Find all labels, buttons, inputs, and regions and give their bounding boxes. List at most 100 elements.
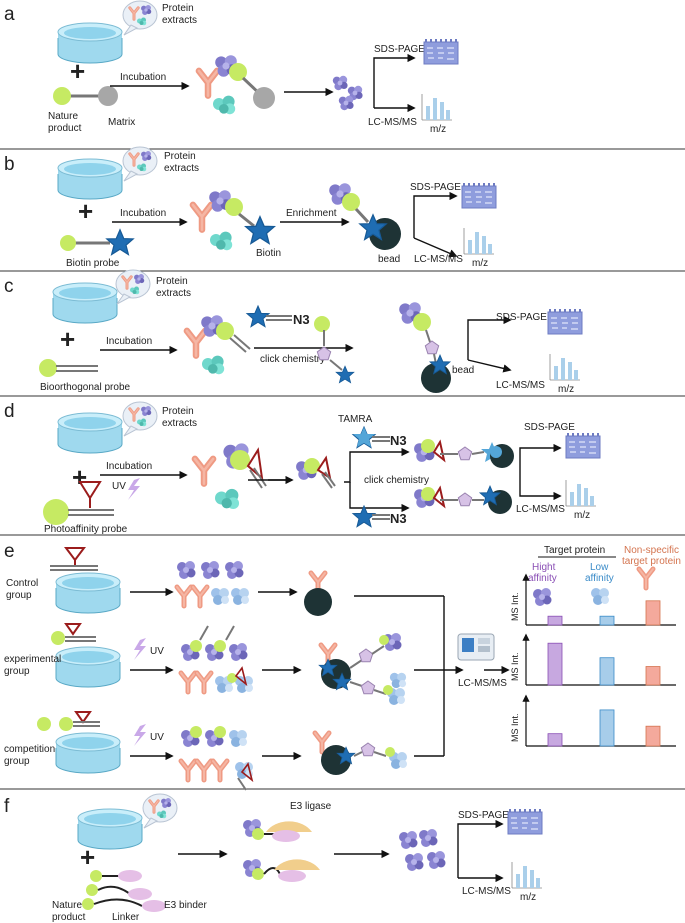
biotin-label: Biotin <box>256 248 281 259</box>
ligand-icon <box>342 193 360 211</box>
sds-page-label: SDS-PAGE <box>496 312 547 323</box>
petri-dish-icon <box>55 646 121 688</box>
gel-icon <box>461 182 497 209</box>
uv-label: UV <box>112 481 126 492</box>
bioorthogonal-probe-icon <box>39 359 98 377</box>
arrow-icon <box>349 482 410 513</box>
azide-label-2: N3 <box>390 511 407 526</box>
spectrum-icon <box>511 861 543 889</box>
protein-extracts-label: Protein <box>156 276 188 287</box>
mass-spectrometer-icon <box>457 633 495 661</box>
bar-2-3 <box>645 666 661 686</box>
panel-letter-c: c <box>4 276 14 297</box>
matrix-probe-icon <box>53 86 118 106</box>
protein-extracts-label: Protein <box>164 151 196 162</box>
mz-label: m/z <box>558 384 574 395</box>
e3-binder-label: E3 binder <box>164 900 207 911</box>
experimental-lysate-icon <box>181 625 253 693</box>
ligand-icon <box>225 198 243 216</box>
eluted-protein-icon <box>332 75 348 91</box>
spectrum-icon <box>565 479 597 507</box>
plus-sign-icon: + <box>72 462 87 492</box>
spectrum-icon <box>549 353 581 381</box>
y-axis-label: MS Int. <box>510 592 520 621</box>
lcms-label: LC-MS/MS <box>458 678 507 689</box>
antibody-icon <box>193 205 211 230</box>
panel-d: d Protein extracts + Photoaffinity probe… <box>4 401 601 535</box>
nature-product-label-2: product <box>48 123 82 134</box>
protein-bubble-icon <box>123 147 157 181</box>
azide-star-icon <box>246 305 270 328</box>
sds-page-label: SDS-PAGE <box>374 44 425 55</box>
arrow-icon <box>413 237 458 258</box>
experimental-group-label: experimental <box>4 654 61 665</box>
click-product-icon <box>314 316 355 384</box>
enrichment-label: Enrichment <box>286 208 337 219</box>
petri-dish-icon <box>55 572 121 614</box>
linker-label: Linker <box>112 912 140 923</box>
bar-1-1 <box>547 615 563 626</box>
ligand-icon <box>304 458 320 474</box>
bar-2-1 <box>547 642 563 686</box>
photoaffinity-probe-icon <box>43 481 114 525</box>
lcms-label: LC-MS/MS <box>496 380 545 391</box>
bead-label: bead <box>452 365 474 376</box>
nature-product-label: Nature <box>52 900 82 911</box>
arrow-icon <box>467 315 512 360</box>
pentagon-linker-icon <box>424 340 440 355</box>
petri-dish-icon <box>57 158 123 200</box>
protein-extracts-label-2: extracts <box>162 15 197 26</box>
panel-e: e Control group <box>4 541 681 791</box>
biotin-star-icon <box>245 216 275 245</box>
competition-enriched-icon <box>315 733 407 775</box>
hight-affinity-label: Hight <box>532 562 556 573</box>
petri-dish-icon <box>57 22 123 64</box>
competition-lysate-icon <box>181 726 254 791</box>
non-specific-label-2: target protein <box>622 556 681 567</box>
probe-icon <box>51 623 96 645</box>
sds-page-label: SDS-PAGE <box>458 810 509 821</box>
ms-intensity-charts: MS Int.MS Int.MS Int. <box>510 573 676 747</box>
nonspecific-antibody-icon <box>639 569 653 588</box>
arrow-icon <box>373 53 416 108</box>
control-group-label-2: group <box>6 590 32 601</box>
bar-1-3 <box>645 600 661 626</box>
petri-dish-icon <box>55 732 121 774</box>
nonbinding-protein-icon <box>213 95 236 115</box>
low-affinity-label: Low <box>590 562 609 573</box>
incubation-label: Incubation <box>106 336 152 347</box>
competition-group-label: competition <box>4 744 55 755</box>
gel-icon <box>507 808 543 835</box>
y-axis-label: MS Int. <box>510 652 520 681</box>
bead-icon <box>304 588 332 616</box>
lcms-label: LC-MS/MS <box>516 504 565 515</box>
panel-letter-a: a <box>4 4 15 25</box>
protein-bubble-icon <box>116 270 150 304</box>
bar-3-1 <box>547 733 563 747</box>
uv-label: UV <box>150 732 164 743</box>
antibody-icon <box>199 71 217 96</box>
plus-sign-icon: + <box>80 842 95 872</box>
bead-label: bead <box>378 254 400 265</box>
protein-extracts-label-2: extracts <box>162 418 197 429</box>
biotin-probe-icon <box>60 229 134 256</box>
petri-dish-icon <box>52 282 118 324</box>
experimental-enriched-icon <box>319 633 407 705</box>
gel-icon <box>423 38 459 65</box>
hight-affinity-label-2: affinity <box>528 573 557 584</box>
gel-icon <box>547 308 583 335</box>
bioorthogonal-probe-label: Bioorthogonal probe <box>40 382 131 393</box>
lcms-label: LC-MS/MS <box>368 117 417 128</box>
tamra-labelled-product-icon <box>414 439 514 468</box>
panel-c: c Protein extracts + Bioorthogonal probe… <box>4 270 583 395</box>
crosslinker-icon <box>246 447 264 481</box>
low-affinity-protein-icon <box>591 588 609 605</box>
uv-lightning-icon <box>134 724 146 746</box>
nature-product-label: Nature <box>48 111 78 122</box>
experimental-group-label-2: group <box>4 666 30 677</box>
nonbinding-protein-icon <box>215 488 240 510</box>
lcms-label: LC-MS/MS <box>462 886 511 897</box>
biotin-star-icon <box>352 505 376 528</box>
bar-3-3 <box>645 725 661 747</box>
